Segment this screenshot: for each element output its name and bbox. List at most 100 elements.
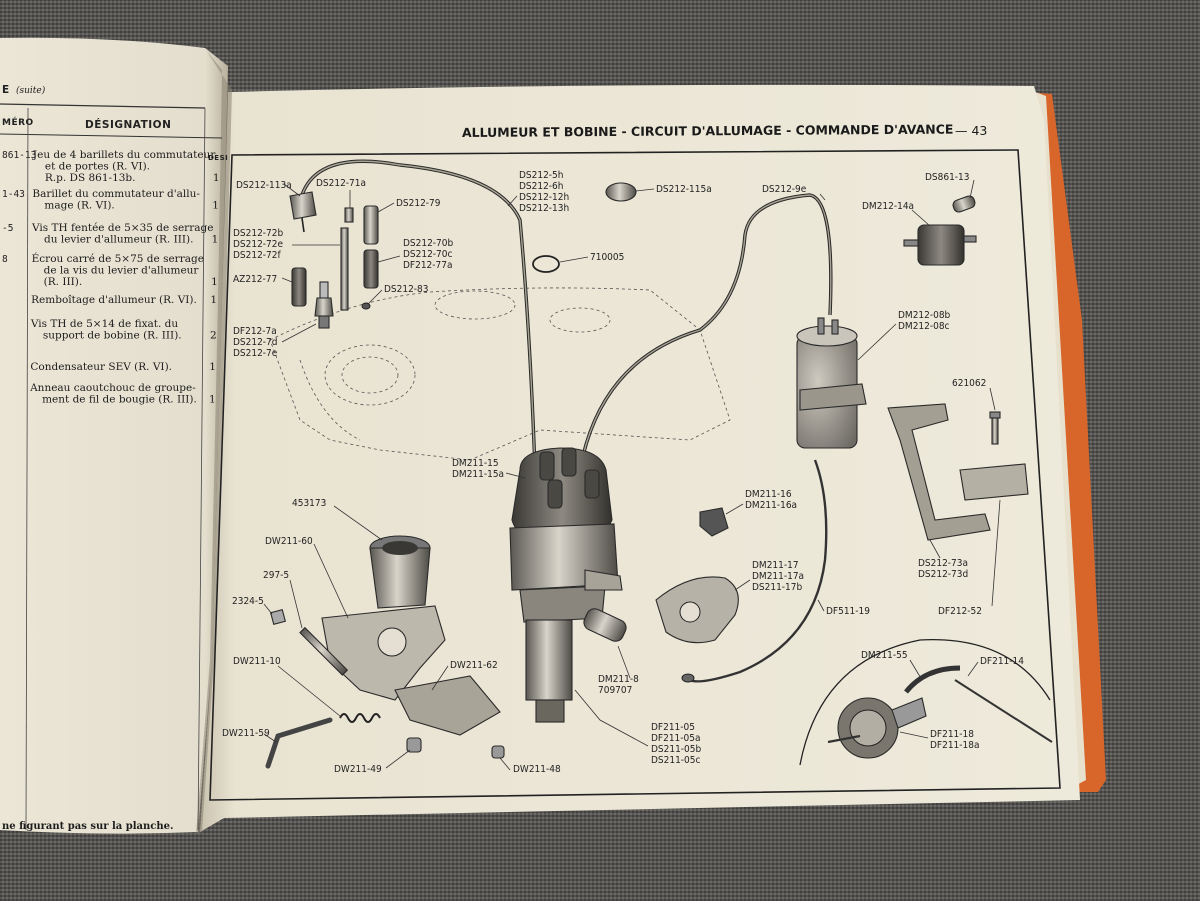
row-designation-line: Vis TH de 5×14 de fixat. du bbox=[30, 318, 179, 330]
label-ds212-79: DS212-79 bbox=[396, 198, 441, 209]
row-designation-line: (R. III). bbox=[44, 276, 83, 288]
row-number: 8 bbox=[2, 254, 8, 265]
connector-dm212-14a bbox=[903, 224, 977, 266]
label-ds211-17b: DS211-17b bbox=[752, 582, 803, 593]
bushing-dw211-49 bbox=[406, 737, 422, 753]
label-df211-05a: DF211-05a bbox=[651, 733, 700, 744]
left-page-table: E (suite) MÉRO DÉSIGNATION DESI 861-13Je… bbox=[0, 84, 228, 832]
label-709707: 709707 bbox=[598, 685, 632, 696]
label-621062: 621062 bbox=[952, 378, 986, 389]
label-453173: 453173 bbox=[292, 498, 326, 509]
col-designation-header: DÉSIGNATION bbox=[85, 118, 171, 131]
row-quantity: 1 bbox=[210, 294, 217, 306]
row-designation-line: Vis TH fentée de 5×35 de serrage bbox=[31, 222, 213, 234]
label-297-5: 297-5 bbox=[263, 570, 289, 581]
bushing-dw211-48 bbox=[491, 745, 505, 759]
label-ds212-72b: DS212-72b bbox=[233, 228, 284, 239]
label-ds212-12h: DS212-12h bbox=[519, 192, 569, 203]
engine-block-outline bbox=[269, 287, 731, 461]
label-ds212-70b: DS212-70b bbox=[403, 238, 454, 249]
label-ds212-70c: DS212-70c bbox=[403, 249, 453, 260]
row-designation-line: Remboîtage d'allumeur (R. VI). bbox=[31, 294, 197, 306]
row-quantity: 1 bbox=[211, 276, 218, 288]
label-ds212-73a: DS212-73a bbox=[918, 558, 968, 569]
label-dm212-08c: DM212-08c bbox=[898, 321, 950, 332]
label-dm211-8: DM211-8 bbox=[598, 674, 639, 685]
rotor-dm211-16 bbox=[699, 507, 729, 537]
label-dm211-16: DM211-16 bbox=[745, 489, 792, 500]
label-ds211-05c: DS211-05c bbox=[651, 755, 701, 766]
label-dm211-16a: DM211-16a bbox=[745, 500, 797, 511]
label-dm212-08b: DM212-08b bbox=[898, 310, 951, 321]
row-designation-line: et de portes (R. VI). bbox=[45, 161, 150, 173]
label-df511-19: DF511-19 bbox=[826, 606, 870, 617]
label-dm211-17: DM211-17 bbox=[752, 560, 799, 571]
illustration-frame bbox=[209, 149, 1061, 801]
col-numero-header: MÉRO bbox=[2, 116, 34, 128]
tube-79 bbox=[363, 205, 379, 245]
bolt-297-5 bbox=[299, 626, 349, 676]
distributor bbox=[509, 447, 623, 723]
row-designation-line: Barillet du commutateur d'allu- bbox=[32, 188, 200, 200]
row-designation-line: Condensateur SEV (R. VI). bbox=[30, 361, 172, 373]
label-710005: 710005 bbox=[590, 252, 624, 263]
label-df212-7a: DF212-7a bbox=[233, 326, 277, 337]
row-designation-line: R.p. DS 861-13b. bbox=[45, 172, 136, 184]
page-number: — 43 bbox=[955, 123, 987, 138]
left-header-letter: E bbox=[2, 84, 10, 96]
label-ds212-7e: DS212-7e bbox=[233, 348, 278, 359]
vacuum-inset-border bbox=[799, 638, 1051, 766]
row-quantity: 1 bbox=[209, 394, 216, 406]
label-ds212-5h: DS212-5h bbox=[519, 170, 563, 181]
row-quantity: 2 bbox=[210, 330, 217, 342]
label-ds212-72f: DS212-72f bbox=[233, 250, 282, 261]
label-dm211-17a: DM211-17a bbox=[752, 571, 804, 582]
label-df211-05: DF211-05 bbox=[651, 722, 695, 733]
label-ds212-71a: DS212-71a bbox=[316, 178, 366, 189]
row-designation-line: Anneau caoutchouc de groupe- bbox=[29, 382, 196, 394]
left-footnote: ne figurant pas sur la planche. bbox=[2, 821, 174, 832]
left-header-suite: (suite) bbox=[16, 85, 46, 96]
rubber-ring-710005 bbox=[532, 255, 560, 273]
label-dm211-15: DM211-15 bbox=[452, 458, 499, 469]
label-dm212-14a: DM212-14a bbox=[862, 201, 914, 212]
small-sleeve-71a bbox=[344, 207, 354, 223]
label-ds212-73d: DS212-73d bbox=[918, 569, 968, 580]
row-designation-line: Jeu de 4 barillets du commutateur bbox=[32, 149, 216, 161]
row-number: -5 bbox=[2, 223, 13, 234]
screw-621062 bbox=[989, 411, 1001, 445]
nut-2324-5 bbox=[269, 608, 287, 626]
row-designation-line: mage (R. VI). bbox=[44, 200, 114, 212]
label-ds212-113a: DS212-113a bbox=[236, 180, 292, 191]
low-tension-wire bbox=[681, 459, 828, 683]
label-df212-52: DF212-52 bbox=[938, 606, 982, 617]
part-labels: DS212-113a DS212-71a DS212-79 DS212-72b … bbox=[222, 170, 1024, 775]
row-designation-line: de la vis du levier d'allumeur bbox=[44, 265, 200, 277]
cup-453173 bbox=[369, 535, 431, 609]
barrel-ds861-13 bbox=[952, 195, 976, 213]
row-quantity: 1 bbox=[213, 172, 220, 184]
label-ds212-9e: DS212-9e bbox=[762, 184, 807, 195]
vacuum-capsule bbox=[827, 697, 927, 759]
label-dw211-10: DW211-10 bbox=[233, 656, 281, 667]
row-designation-line: Écrou carré de 5×75 de serrage bbox=[32, 251, 204, 265]
label-2324-5: 2324-5 bbox=[232, 596, 264, 607]
label-ds861-13: DS861-13 bbox=[925, 172, 970, 183]
row-quantity: 1 bbox=[212, 234, 219, 246]
row-designation-line: support de bobine (R. III). bbox=[43, 330, 182, 342]
label-ds212-13h: DS212-13h bbox=[519, 203, 569, 214]
label-dw211-48: DW211-48 bbox=[513, 764, 561, 775]
label-ds212-7d: DS212-7d bbox=[233, 337, 278, 348]
spark-plug-7a bbox=[314, 281, 334, 329]
condenser bbox=[583, 608, 627, 642]
label-ds212-115a: DS212-115a bbox=[656, 184, 712, 195]
row-designation-line: ment de fil de bougie (R. III). bbox=[42, 394, 197, 406]
cap-ds212-115a bbox=[605, 182, 637, 202]
label-ds212-83: DS212-83 bbox=[384, 284, 429, 295]
spring-dw211-10 bbox=[339, 713, 381, 723]
row-number: 861-13 bbox=[2, 150, 36, 161]
label-ds211-05b: DS211-05b bbox=[651, 744, 702, 755]
breaker-plate bbox=[655, 576, 739, 644]
